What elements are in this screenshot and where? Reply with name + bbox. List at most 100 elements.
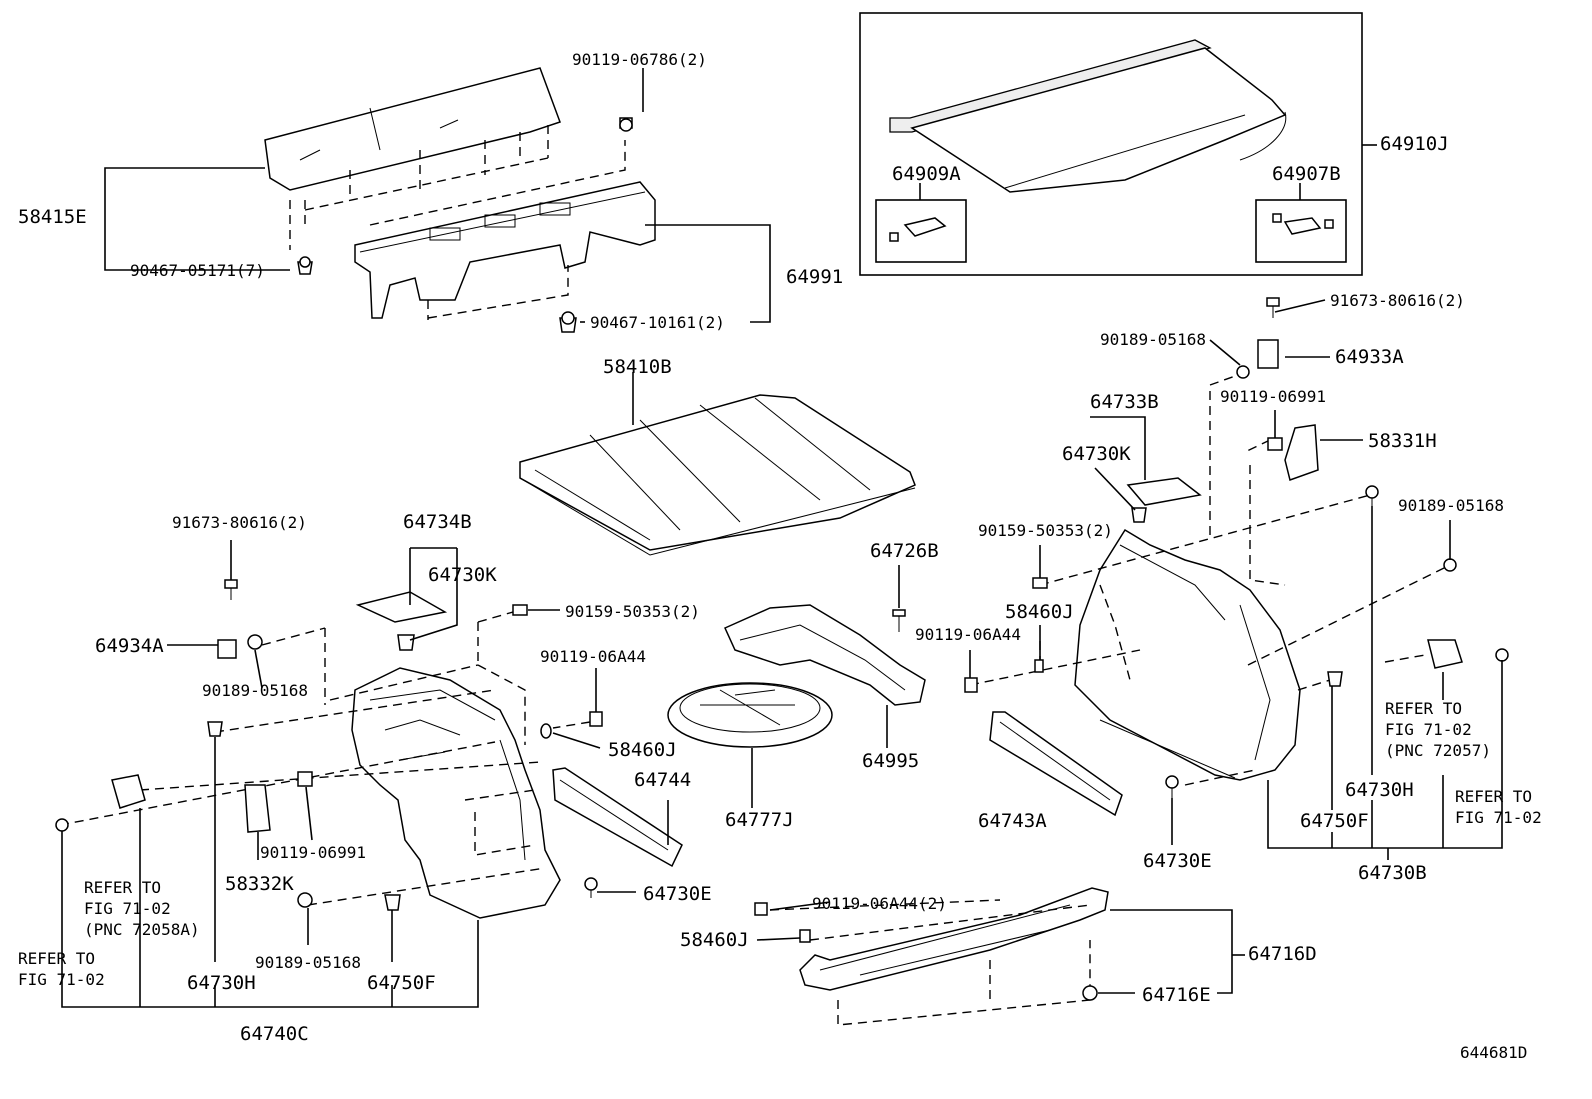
label-90119-06A44-right: 90119-06A44 [915,625,1021,644]
label-90119-06991-right: 90119-06991 [1220,387,1326,406]
label-64750F-right: 64750F [1300,810,1369,832]
label-58460J-left: 58460J [608,739,677,761]
label-64743A: 64743A [978,810,1047,832]
box-64907B [1255,199,1347,263]
label-64716D: 64716D [1248,943,1317,965]
pnc-ref-right: (PNC 72057) [1385,741,1491,760]
clip-64730H-right [1365,485,1379,506]
label-90159-50353-left: 90159-50353(2) [565,602,700,621]
clip-90467-05171 [297,256,313,275]
label-64909A: 64909A [892,163,961,185]
label-64934A: 64934A [95,635,164,657]
pocket-64743A [989,711,1123,817]
label-64730B: 64730B [1358,862,1427,884]
label-91673-80616-right: 91673-80616(2) [1330,291,1465,310]
nut-90189-05168-lower [297,892,313,908]
diagram-id: 644681D [1460,1043,1527,1062]
label-90119-06A44-2: 90119-06A44(2) [812,894,947,913]
nut-90189-05168-right [1443,558,1457,572]
pin-64730E-right [1165,775,1179,798]
screw-91673-80616-right [1266,297,1280,318]
label-64730K-right: 64730K [1062,443,1131,465]
label-90119-06A44-left: 90119-06A44 [540,647,646,666]
label-64730E-left: 64730E [643,883,712,905]
label-64730H-left: 64730H [187,972,256,994]
tonneau-cover-box [859,12,1363,276]
screw-90159-50353-left [512,604,528,616]
label-64726B: 64726B [870,540,939,562]
refer-to-right-1: REFER TO [1385,699,1462,718]
fig-ref-left-1: FIG 71-02 [84,899,171,918]
clip-ref-left [55,818,69,832]
pin-64730E-left [584,877,598,898]
label-90189-05168-right-top: 90189-05168 [1100,330,1206,349]
pnc-ref-left: (PNC 72058A) [84,920,200,939]
cover-58460J-left [540,723,552,739]
bracket-64907B [1272,213,1334,235]
fig-ref-right-1: FIG 71-02 [1385,720,1472,739]
bolt-90119-06991-left [297,771,313,787]
label-64730K-left: 64730K [428,564,497,586]
label-64716E: 64716E [1142,984,1211,1006]
label-64910J: 64910J [1380,133,1449,155]
label-64991: 64991 [786,266,843,288]
light-ref-right [1427,639,1463,669]
fig-ref-left-2: FIG 71-02 [18,970,105,989]
bolt-90119-06A44-left [589,711,603,727]
light-ref-left [111,774,146,809]
labels: 58415E 90119-06786(2) 90467-05171(7) 649… [18,50,1542,1062]
label-58460J-right: 58460J [1005,601,1074,623]
label-64907B: 64907B [1272,163,1341,185]
leaders-box [919,144,1377,200]
leaders-bottom [756,901,1245,994]
bracket-58331H [1284,424,1319,481]
clip-ref-right [1495,648,1509,662]
label-58410B: 58410B [603,356,672,378]
trim-panel-58415E [264,67,561,191]
bolt-90119-06A44-right [964,677,978,693]
leader-dashes-right [969,374,1451,786]
label-64744: 64744 [634,769,691,791]
label-64777J: 64777J [725,809,794,831]
clip-64750F-right [1327,671,1343,687]
lid-64734B [355,591,448,623]
bracket-64909A [889,217,947,242]
label-58460J-bottom: 58460J [680,929,749,951]
tonneau-cover-64910J [889,39,1287,193]
label-90119-06991-left: 90119-06991 [260,843,366,862]
tool-tray-64777J [667,682,833,748]
label-64740C: 64740C [240,1023,309,1045]
label-90467-05171: 90467-05171(7) [130,261,265,280]
refer-to-left-2: REFER TO [18,949,95,968]
label-90159-50353-right: 90159-50353(2) [978,521,1113,540]
deck-board-58410B [519,394,916,556]
box-64909A [875,199,967,263]
leaders-right [969,299,1503,860]
label-64734B: 64734B [403,511,472,533]
leaders-top-left [104,68,771,323]
label-64733B: 64733B [1090,391,1159,413]
label-91673-80616-left: 91673-80616(2) [172,513,307,532]
label-64730E-right: 64730E [1143,850,1212,872]
clip-64750F-left [384,894,401,911]
label-90189-05168-right: 90189-05168 [1398,496,1504,515]
quarter-trim-64730B [1074,528,1301,781]
clip-64716E [1082,985,1098,1001]
nut-90189-05168-left [247,634,263,650]
label-90189-05168-lower: 90189-05168 [255,953,361,972]
leader-dashes-bottom [769,899,1091,1026]
duct-64995 [724,604,926,706]
bolt-90119-06991-right [1267,437,1283,451]
pocket-64744 [552,767,683,868]
screw-90159-50353-right [1032,577,1048,589]
scuff-plate-64716D [799,887,1109,991]
leader-dashes-top-left [289,125,626,320]
leaders-left [61,540,669,1008]
label-64730H-right: 64730H [1345,779,1414,801]
clip-64730K-left [397,634,415,651]
bolt-90119-06786 [619,117,633,132]
label-64995: 64995 [862,750,919,772]
bracket-58332K [244,784,271,833]
